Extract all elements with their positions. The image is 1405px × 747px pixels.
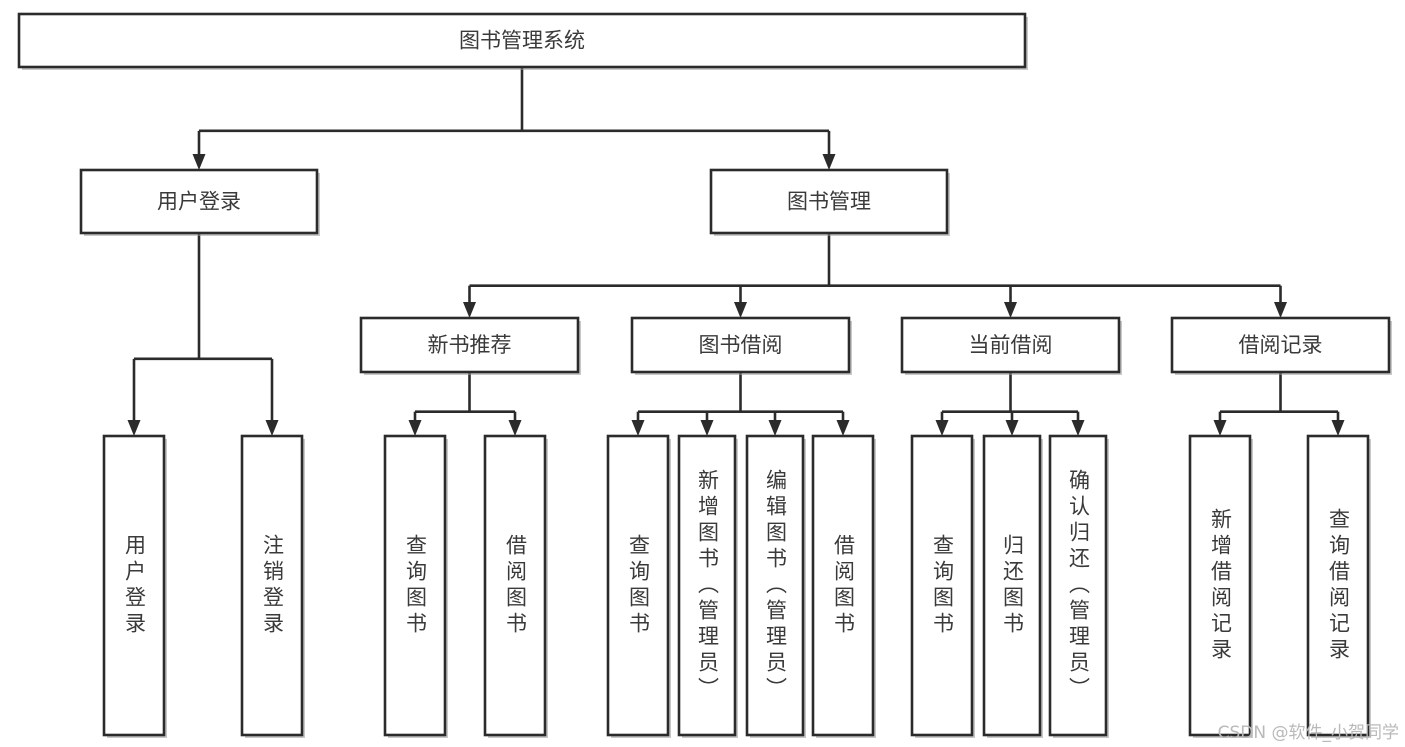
edges-layer	[127, 67, 1345, 436]
node-box-leaf-edit-book[interactable]	[745, 434, 805, 737]
node-label-book-borrow: 图书借阅	[699, 333, 783, 357]
node-box-leaf-query-book-2[interactable]	[606, 434, 670, 737]
node-label-root: 图书管理系统	[459, 29, 585, 53]
arrow-head-leaf-query-record	[1331, 420, 1345, 436]
node-box-leaf-add-book[interactable]	[677, 434, 737, 737]
arrow-head-leaf-add-book	[700, 420, 714, 436]
arrow-head-leaf-return-book	[1005, 420, 1019, 436]
node-box-leaf-query-book-3[interactable]	[910, 434, 974, 737]
arrow-head-leaf-query-book-2	[631, 420, 645, 436]
arrow-head-user-login	[192, 154, 206, 170]
node-label-book-manage: 图书管理	[787, 190, 871, 214]
node-box-current-borrow[interactable]	[900, 316, 1121, 374]
node-box-user-login[interactable]	[79, 168, 319, 235]
node-box-leaf-confirm-return[interactable]	[1048, 434, 1108, 737]
node-label-user-login: 用户登录	[157, 190, 241, 214]
arrow-head-new-book-rec	[463, 302, 476, 318]
arrow-head-current-borrow	[1004, 302, 1017, 318]
node-box-leaf-query-record[interactable]	[1306, 434, 1370, 737]
node-box-leaf-borrow-book-1[interactable]	[483, 434, 547, 737]
node-box-book-manage[interactable]	[709, 168, 949, 235]
node-box-leaf-query-book-1[interactable]	[383, 434, 447, 737]
node-box-leaf-add-record[interactable]	[1188, 434, 1252, 737]
arrow-head-leaf-query-book-3	[935, 420, 949, 436]
watermark: CSDN @软件_小贺同学	[1217, 723, 1399, 743]
node-box-leaf-return-book[interactable]	[982, 434, 1042, 737]
node-label-new-book-rec: 新书推荐	[428, 333, 512, 357]
node-box-leaf-user-login[interactable]	[102, 434, 166, 737]
arrow-head-book-manage	[822, 154, 836, 170]
arrow-head-book-borrow	[734, 302, 747, 318]
arrow-head-leaf-logout	[265, 420, 279, 436]
node-box-borrow-record[interactable]	[1170, 316, 1391, 374]
arrow-head-leaf-edit-book	[768, 420, 782, 436]
node-label-borrow-record: 借阅记录	[1239, 333, 1323, 357]
node-label-current-borrow: 当前借阅	[969, 333, 1053, 357]
node-box-leaf-logout[interactable]	[240, 434, 304, 737]
arrow-head-leaf-user-login	[127, 420, 141, 436]
arrow-head-leaf-borrow-book-2	[836, 420, 850, 436]
arrow-head-borrow-record	[1274, 302, 1287, 318]
node-box-root[interactable]	[17, 12, 1027, 69]
nodes-layer	[17, 12, 1392, 738]
arrow-head-leaf-borrow-book-1	[508, 420, 522, 436]
node-box-new-book-rec[interactable]	[359, 316, 580, 374]
arrow-head-leaf-add-record	[1213, 420, 1227, 436]
arrow-head-leaf-query-book-1	[408, 420, 422, 436]
node-box-book-borrow[interactable]	[630, 316, 851, 374]
node-box-leaf-borrow-book-2[interactable]	[811, 434, 875, 737]
arrow-head-leaf-confirm-return	[1071, 420, 1085, 436]
